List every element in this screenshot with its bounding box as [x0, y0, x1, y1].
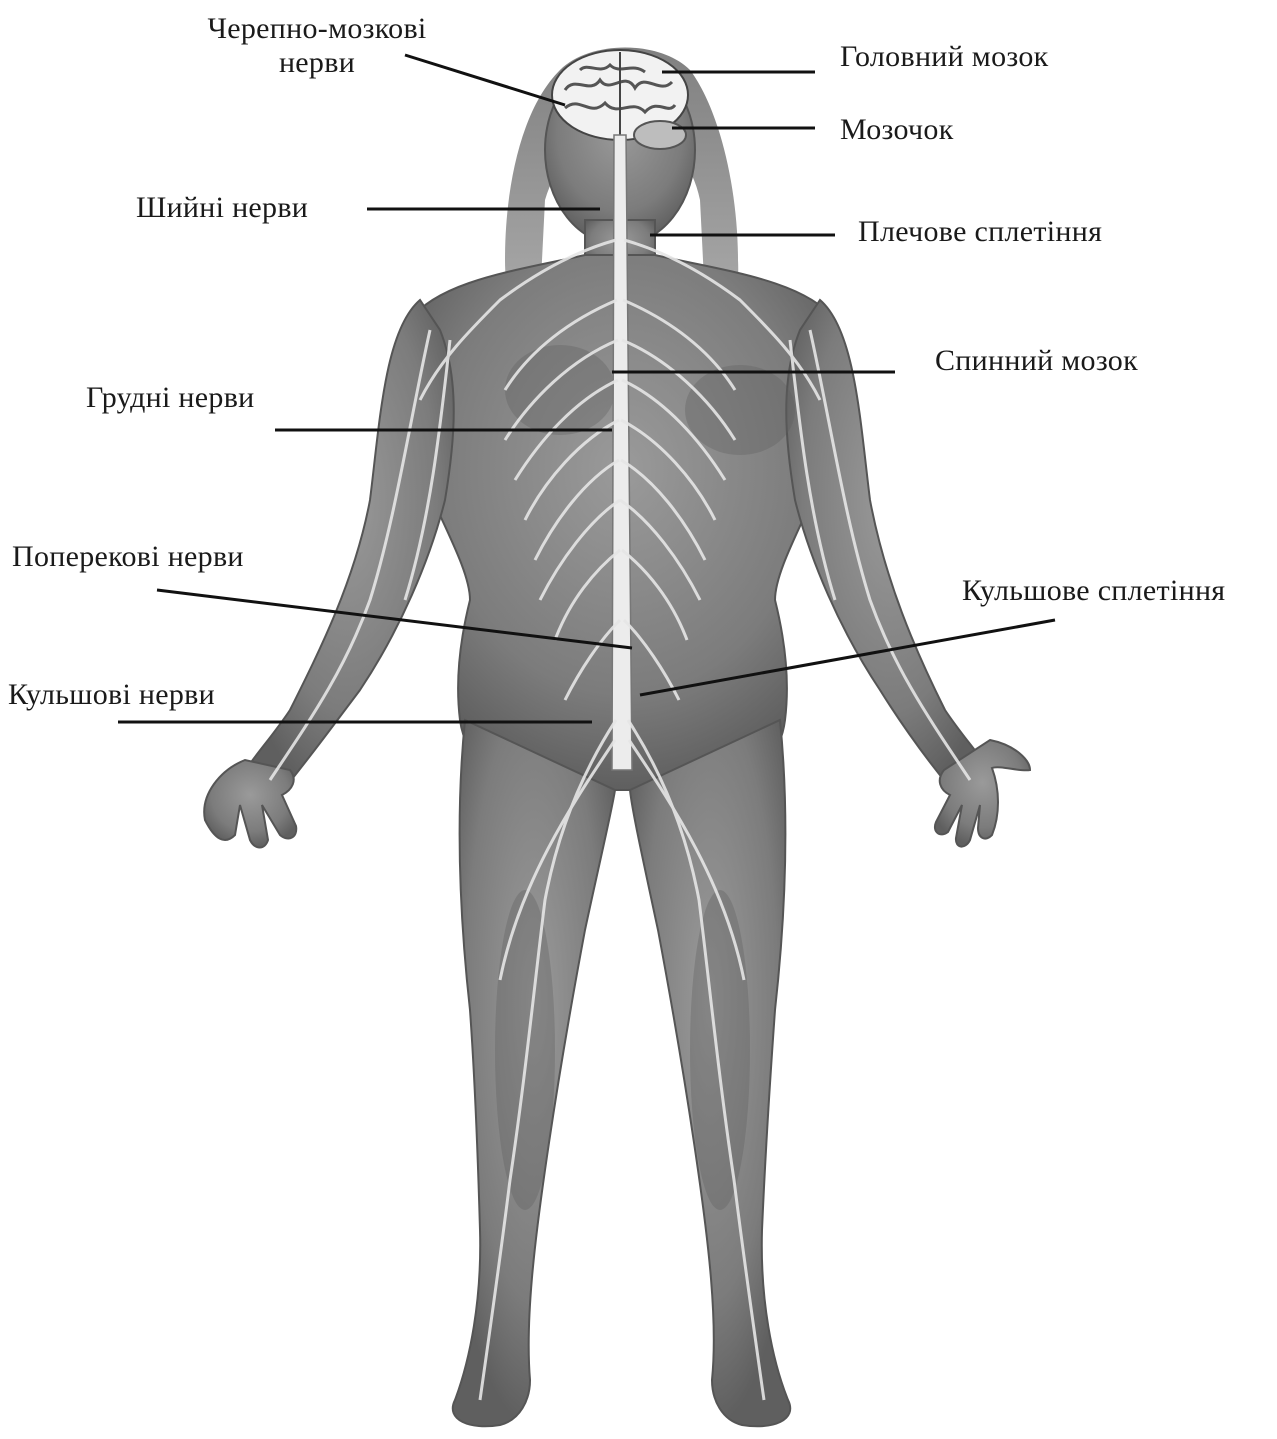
label-sacral-nerves: Кульшові нерви: [8, 678, 215, 712]
label-cranial-nerves: Черепно-мозкові нерви: [182, 12, 452, 80]
label-cerebellum: Мозочок: [840, 113, 954, 147]
label-lumbar-nerves: Поперекові нерви: [12, 540, 244, 574]
label-cranial-nerves-line1: Черепно-мозкові: [182, 12, 452, 46]
label-sacral-plexus: Кульшове сплетіння: [962, 574, 1225, 608]
label-spinal-cord: Спинний мозок: [935, 344, 1138, 378]
label-thoracic-nerves: Грудні нерви: [86, 381, 255, 415]
label-cervical-nerves: Шийні нерви: [136, 191, 308, 225]
label-brain: Головний мозок: [840, 40, 1049, 74]
label-brachial-plexus: Плечове сплетіння: [858, 215, 1102, 249]
label-cranial-nerves-line2: нерви: [182, 46, 452, 80]
